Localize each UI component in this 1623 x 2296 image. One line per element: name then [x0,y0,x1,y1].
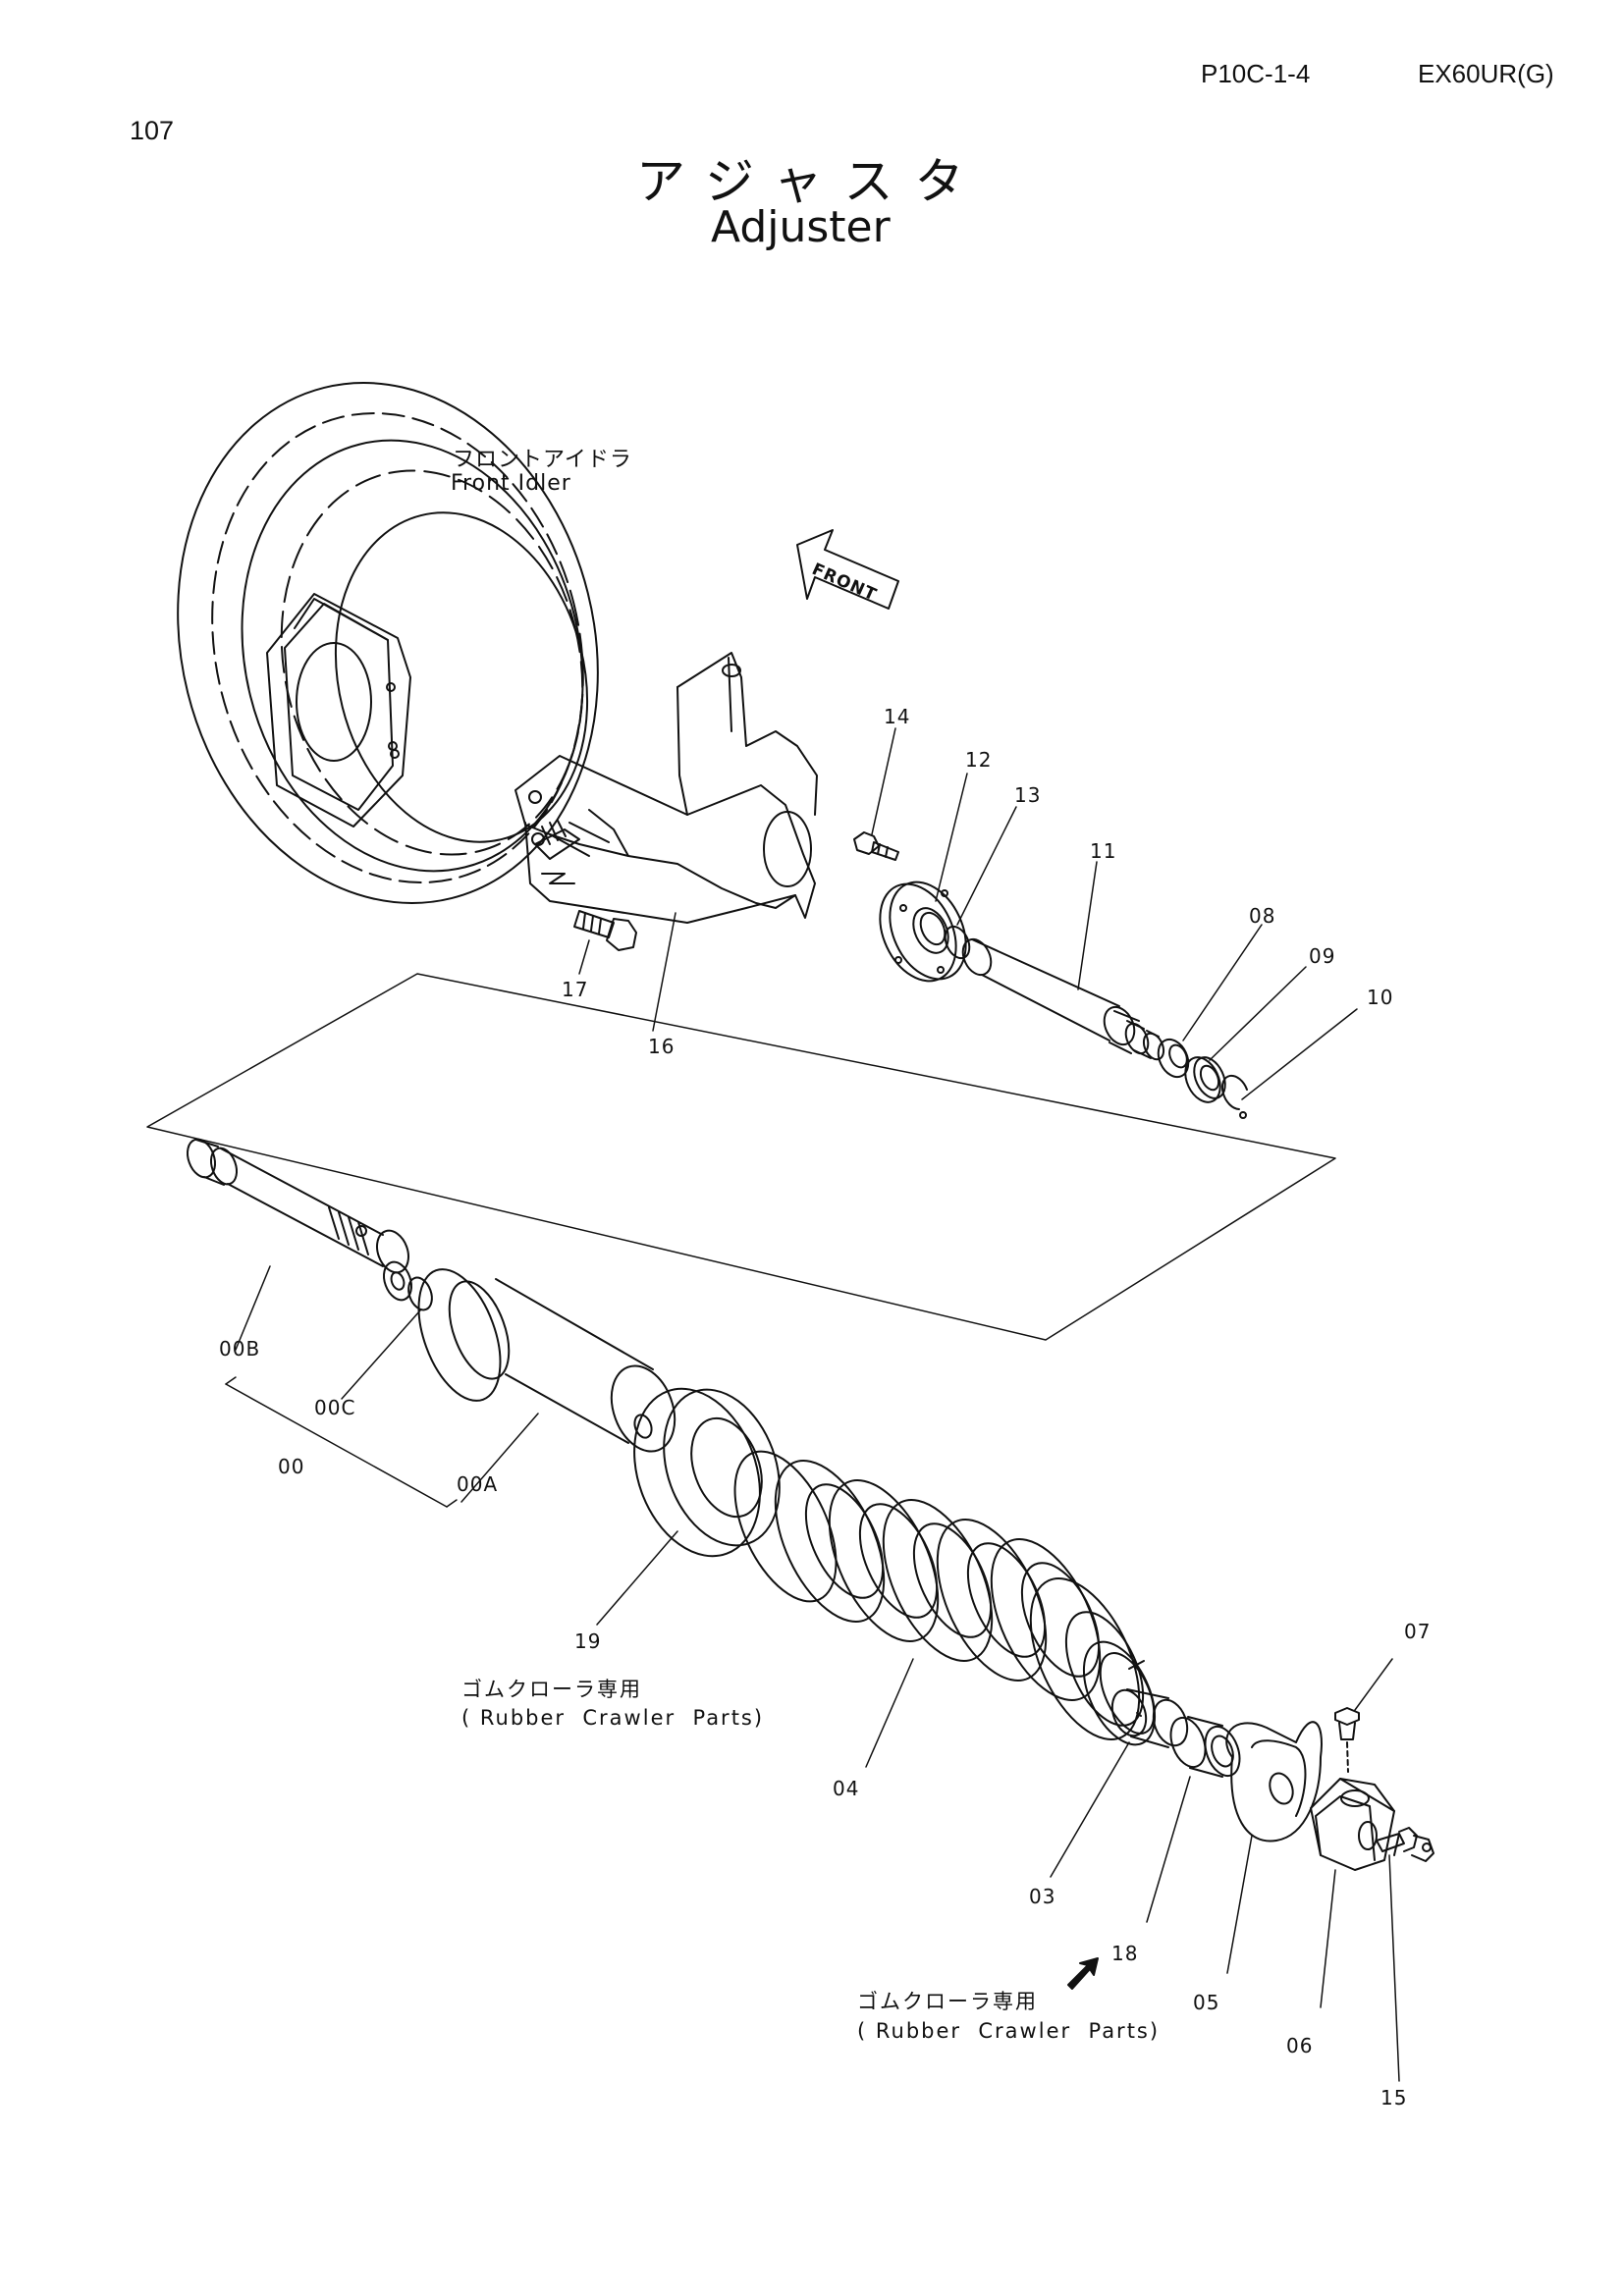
part-number-04: 04 [833,1777,860,1800]
plate-part-05 [1226,1722,1322,1841]
page-code: P10C-1-4 [1201,59,1311,88]
cylinder-part-00B [183,1136,416,1304]
part-number-00C: 00C [314,1396,356,1419]
title-english: Adjuster [711,202,891,252]
front-idler-wheel [124,338,651,948]
front-idler-label-jp: フロントアイドラ [453,448,632,472]
part-number-16: 16 [648,1035,676,1058]
part-number-11: 11 [1090,839,1117,863]
part-number-00: 00 [278,1455,305,1478]
spring-part-04 [714,1436,1169,1756]
part-number-13: 13 [1014,783,1042,807]
part-number-15: 15 [1380,2086,1408,2109]
assembly-plane-outline [147,974,1335,1340]
leader-lines [236,728,1399,2081]
cylinder-part-00A [403,1258,685,1461]
model-name: EX60UR(G) [1418,59,1554,88]
bolt-part-17 [542,874,636,950]
seal-part-08 [1153,1035,1194,1082]
part-number-09: 09 [1309,944,1336,968]
flange-part-12 [865,870,980,993]
rubber-crawler-note-jp-1: ゴムクローラ専用 [461,1678,642,1701]
o-ring-part-00C [405,1274,436,1312]
part-number-08: 08 [1249,904,1276,928]
o-ring-part-13 [941,923,974,962]
title-japanese: アジャスタ [636,153,986,210]
part-number-17: 17 [562,978,589,1001]
grease-fitting-part-15 [1377,1828,1434,1861]
part-number-03: 03 [1029,1885,1056,1908]
part-number-00A: 00A [457,1472,499,1496]
part-number-00B: 00B [219,1337,261,1361]
cylinder-part-11 [957,934,1167,1062]
group-bracket-00 [226,1377,457,1507]
pointer-arrow-icon [1068,1958,1098,1989]
part-number-18: 18 [1111,1942,1139,1965]
page-number: 107 [130,116,175,145]
bolt-part-14 [854,832,898,860]
part-number-19: 19 [574,1629,602,1653]
spacer-part-18 [1164,1713,1246,1781]
block-part-06 [1311,1779,1394,1870]
ring-part-09 [1178,1051,1231,1107]
part-number-07: 07 [1404,1620,1432,1643]
rubber-crawler-note-en-2: ( Rubber Crawler Parts) [857,2019,1161,2043]
plug-part-07 [1335,1708,1359,1772]
rubber-crawler-note-en-1: ( Rubber Crawler Parts) [461,1706,765,1730]
part-number-12: 12 [965,748,993,772]
snap-ring-part-10 [1222,1076,1247,1118]
front-direction-arrow [797,530,898,609]
part-number-14: 14 [884,705,911,728]
part-number-05: 05 [1193,1991,1220,2014]
ring-part-19 [613,1371,800,1574]
rubber-crawler-note-jp-2: ゴムクローラ専用 [857,1990,1038,2013]
yoke-part-16 [515,653,817,923]
part-number-10: 10 [1367,986,1394,1009]
part-number-06: 06 [1286,2034,1314,2057]
front-idler-label-en: Front Idler [451,471,571,496]
